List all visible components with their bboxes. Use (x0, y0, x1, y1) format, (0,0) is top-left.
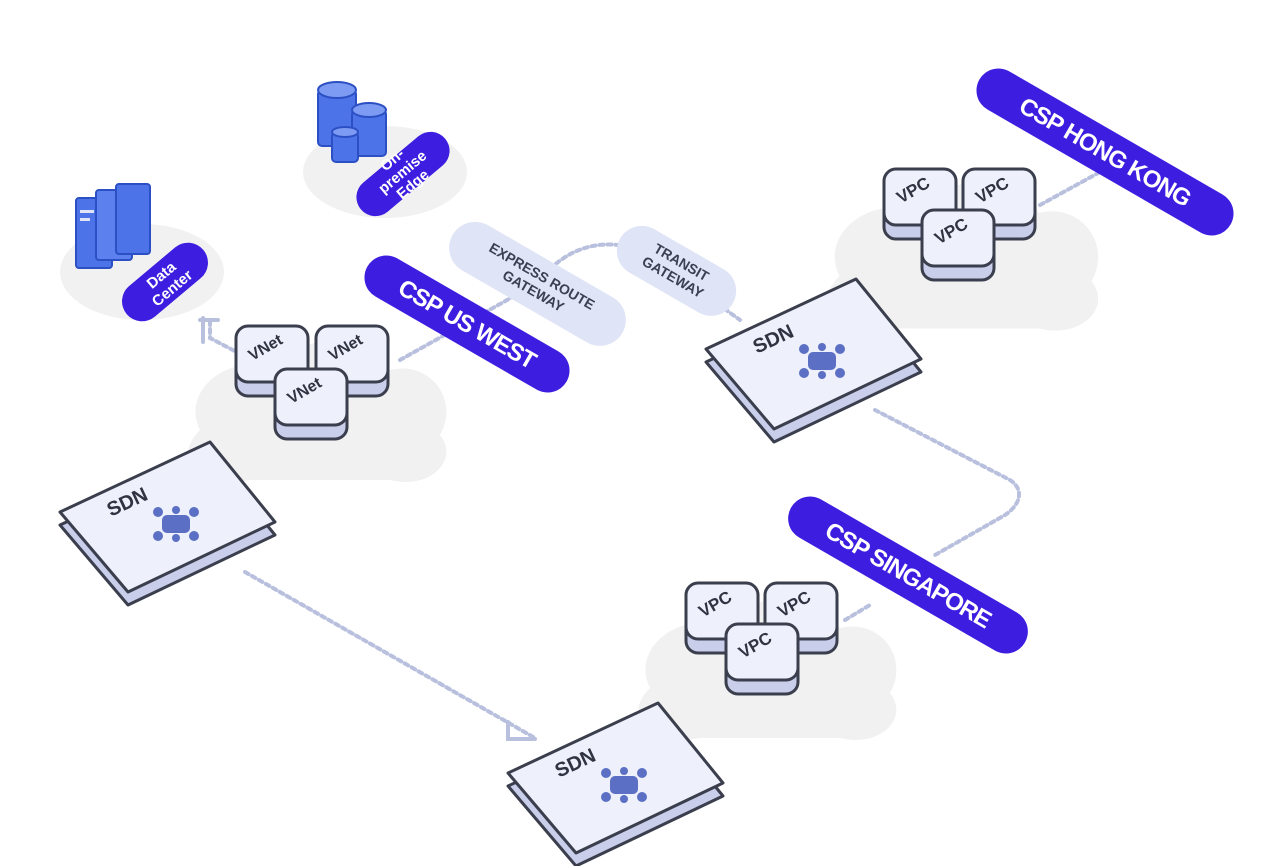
data-center: Data Center (60, 183, 224, 322)
on-premise-edge: On- premise Edge (303, 81, 467, 218)
server-rack-icon (75, 183, 151, 269)
on-premise-pill (356, 131, 450, 217)
cluster-hong-kong: VPC VPC VPC (882, 167, 1037, 282)
database-icon (317, 81, 387, 163)
sdn-node-hong-kong[interactable]: SDN (704, 277, 923, 444)
cluster-us-west: VNet VNet VNet (234, 324, 390, 441)
connector-sdn-uswest-singapore (243, 570, 537, 740)
data-center-pill (122, 242, 208, 322)
connector-singapore-tag (843, 603, 872, 622)
sdn-node-singapore[interactable]: SDN (506, 701, 725, 866)
csp-hong-kong-label: CSP HONG KONG (1014, 92, 1195, 212)
connector-sdn-hk-singapore (873, 408, 1021, 557)
cluster-singapore: VPC VPC VPC (684, 581, 839, 696)
tag-transit-gateway: TRANSIT GATEWAY (616, 225, 737, 316)
connector-hk-tag (1038, 170, 1102, 207)
sdn-node-us-west[interactable]: SDN (58, 440, 277, 607)
